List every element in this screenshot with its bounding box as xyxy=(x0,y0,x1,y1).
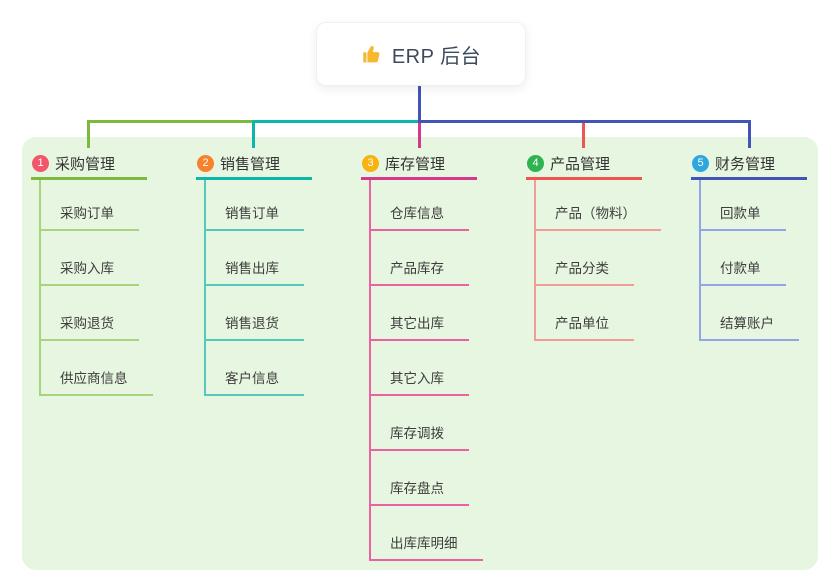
node-item-label: 产品（物料） xyxy=(555,206,636,221)
root-node-label: ERP 后台 xyxy=(391,45,482,68)
node-item[interactable]: 产品单位 xyxy=(536,286,634,341)
node-item[interactable]: 结算账户 xyxy=(701,286,799,341)
node-item-label: 库存调拨 xyxy=(390,426,444,441)
node-item-label: 销售出库 xyxy=(225,261,279,276)
node-item-label: 采购退货 xyxy=(60,316,114,331)
branch-label: 财务管理 xyxy=(715,156,776,173)
node-item[interactable]: 采购退货 xyxy=(41,286,139,341)
node-item-label: 供应商信息 xyxy=(60,371,128,386)
node-item[interactable]: 产品（物料） xyxy=(536,180,661,231)
branch-purchase: 1 采购管理 采购订单 采购入库 采购退货 供应商信息 xyxy=(31,150,181,396)
node-item-label: 结算账户 xyxy=(720,316,774,331)
node-item-label: 产品库存 xyxy=(390,261,444,276)
node-item-label: 库存盘点 xyxy=(390,481,444,496)
node-item[interactable]: 销售退货 xyxy=(206,286,304,341)
branch-label: 库存管理 xyxy=(385,156,446,173)
node-item[interactable]: 产品分类 xyxy=(536,231,634,286)
node-item-label: 客户信息 xyxy=(225,371,279,386)
node-item[interactable]: 回款单 xyxy=(701,180,786,231)
branch-items: 回款单 付款单 结算账户 xyxy=(699,180,839,341)
branch-header-sales[interactable]: 2 销售管理 xyxy=(196,150,312,180)
branch-number-badge: 5 xyxy=(692,155,709,172)
node-item[interactable]: 客户信息 xyxy=(206,341,304,396)
node-item[interactable]: 仓库信息 xyxy=(371,180,469,231)
node-item[interactable]: 其它入库 xyxy=(371,341,469,396)
node-item-label: 销售订单 xyxy=(225,206,279,221)
node-item-label: 仓库信息 xyxy=(390,206,444,221)
node-item-label: 出库库明细 xyxy=(390,536,458,551)
branch-items: 仓库信息 产品库存 其它出库 其它入库 库存调拨 库存盘点 出库库明细 xyxy=(369,180,511,561)
node-item[interactable]: 采购入库 xyxy=(41,231,139,286)
node-item-label: 其它出库 xyxy=(390,316,444,331)
branch-items: 销售订单 销售出库 销售退货 客户信息 xyxy=(204,180,346,396)
node-item-label: 产品分类 xyxy=(555,261,609,276)
root-node[interactable]: ERP 后台 xyxy=(316,22,526,86)
node-item[interactable]: 产品库存 xyxy=(371,231,469,286)
node-item[interactable]: 其它出库 xyxy=(371,286,469,341)
branch-number-badge: 4 xyxy=(527,155,544,172)
branch-items: 采购订单 采购入库 采购退货 供应商信息 xyxy=(39,180,181,396)
branch-label: 销售管理 xyxy=(220,156,281,173)
node-item[interactable]: 销售订单 xyxy=(206,180,304,231)
branch-number-badge: 1 xyxy=(32,155,49,172)
branch-label: 产品管理 xyxy=(550,156,611,173)
branch-label: 采购管理 xyxy=(55,156,116,173)
thumbs-up-icon xyxy=(363,46,380,63)
branch-finance: 5 财务管理 回款单 付款单 结算账户 xyxy=(691,150,839,341)
node-item[interactable]: 采购订单 xyxy=(41,180,139,231)
node-item[interactable]: 出库库明细 xyxy=(371,506,483,561)
branch-header-finance[interactable]: 5 财务管理 xyxy=(691,150,807,180)
node-item[interactable]: 供应商信息 xyxy=(41,341,153,396)
node-item-label: 回款单 xyxy=(720,206,761,221)
branch-number-badge: 3 xyxy=(362,155,379,172)
branch-inventory: 3 库存管理 仓库信息 产品库存 其它出库 其它入库 库存调拨 库存盘点 出库库… xyxy=(361,150,511,561)
node-item-label: 采购订单 xyxy=(60,206,114,221)
node-item-label: 销售退货 xyxy=(225,316,279,331)
node-item-label: 采购入库 xyxy=(60,261,114,276)
branch-number-badge: 2 xyxy=(197,155,214,172)
branch-header-inventory[interactable]: 3 库存管理 xyxy=(361,150,477,180)
node-item-label: 付款单 xyxy=(720,261,761,276)
branch-sales: 2 销售管理 销售订单 销售出库 销售退货 客户信息 xyxy=(196,150,346,396)
node-item[interactable]: 库存盘点 xyxy=(371,451,469,506)
node-item[interactable]: 销售出库 xyxy=(206,231,304,286)
node-item-label: 产品单位 xyxy=(555,316,609,331)
mindmap-background-panel xyxy=(22,137,818,570)
node-item-label: 其它入库 xyxy=(390,371,444,386)
node-item[interactable]: 付款单 xyxy=(701,231,786,286)
branch-items: 产品（物料） 产品分类 产品单位 xyxy=(534,180,676,341)
branch-header-purchase[interactable]: 1 采购管理 xyxy=(31,150,147,180)
branch-product: 4 产品管理 产品（物料） 产品分类 产品单位 xyxy=(526,150,676,341)
node-item[interactable]: 库存调拨 xyxy=(371,396,469,451)
branch-header-product[interactable]: 4 产品管理 xyxy=(526,150,642,180)
